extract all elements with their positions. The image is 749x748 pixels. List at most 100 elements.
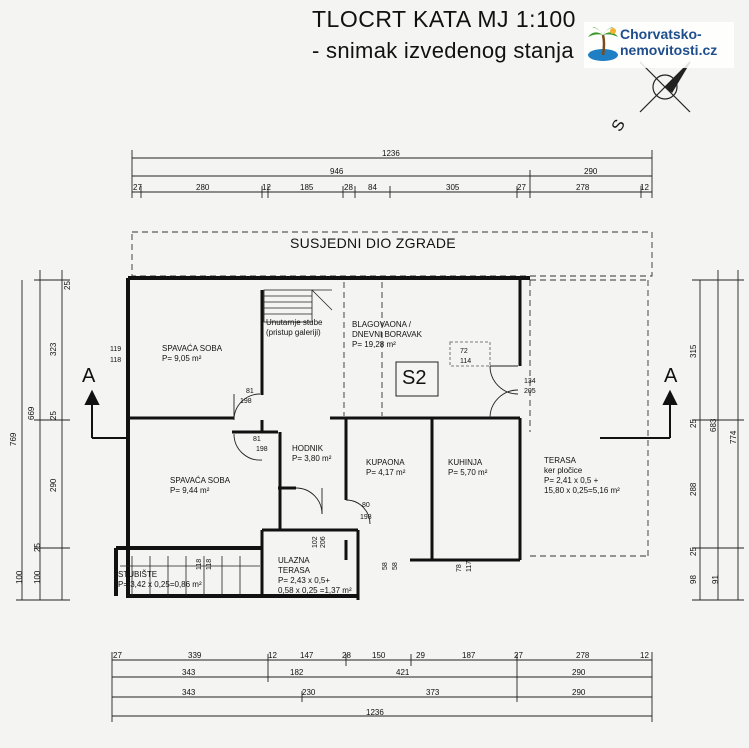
palm-tree-icon (588, 27, 618, 61)
dining-table (449, 341, 491, 367)
dim-top-row3: 12 (262, 183, 271, 192)
dim-bottom-row1: 12 (640, 651, 649, 660)
section-line-left (84, 389, 128, 439)
dim-bottom-row2: 343 (182, 668, 196, 677)
dim-left: 25 (49, 411, 58, 420)
room-staircase: STUBIŠTE P= 3,42 x 0,25=0,86 m² (118, 570, 202, 590)
unit-label: S2 (402, 367, 427, 389)
dim-opening: 58 (392, 562, 399, 570)
dim-opening: 206 (320, 536, 327, 548)
dim-left: 769 (9, 432, 18, 446)
dim-bottom-row1: 150 (372, 651, 386, 660)
room-area-2: 15,80 x 0,25=5,16 m² (544, 486, 620, 495)
interior-walls (130, 278, 522, 600)
room-area: P= 2,43 x 0,5+ (278, 576, 331, 585)
room-area-2: 0,58 x 0,25 =1,37 m² (278, 586, 352, 595)
dim-bottom-row1: 28 (342, 651, 351, 660)
room-living: BLAGOVAONA / DNEVNI BORAVAK P= 19,28 m² (352, 320, 422, 350)
dim-left: 100 (15, 570, 24, 584)
dim-opening: 118 (110, 357, 122, 364)
room-area: P= 9,44 m² (170, 486, 210, 495)
room-bath: KUPAONA P= 4,17 m² (366, 458, 405, 478)
dim-bottom-row1: 12 (268, 651, 277, 660)
dim-bottom-row1: 278 (576, 651, 590, 660)
door-swings (233, 365, 519, 525)
staircase-steps-icon (120, 556, 260, 596)
room-note: (pristup galeriji) (266, 328, 321, 337)
dim-top-row3: 185 (300, 183, 314, 192)
dim-opening: 134 (524, 378, 536, 385)
dim-opening: 58 (382, 562, 389, 570)
watermark-logo: Chorvatsko- nemovitosti.cz (584, 22, 734, 68)
room-name: KUPAONA (366, 458, 405, 467)
dim-left: 290 (49, 478, 58, 492)
dim-left: 669 (27, 406, 36, 420)
terrace-outline (343, 279, 649, 557)
dim-bottom-row3: 343 (182, 688, 196, 697)
plan-title: TLOCRT KATA MJ 1:100 (312, 6, 576, 32)
room-kitchen: KUHINJA P= 5,70 m² (448, 458, 487, 478)
left-dimension-lines (16, 270, 70, 601)
dim-left: 25 (63, 281, 72, 290)
room-area: P= 2,41 x 0,5 + (544, 476, 599, 485)
dim-top-row2: 946 (330, 167, 344, 176)
room-name-2: DNEVNI BORAVAK (352, 330, 422, 339)
dim-opening: 78 (456, 564, 463, 572)
dim-opening: 81 (253, 436, 261, 443)
dim-bottom-row3: 290 (572, 688, 586, 697)
section-line-right (600, 389, 678, 439)
plan-subtitle: - snimak izvedenog stanja (312, 38, 574, 63)
dim-opening: 114 (460, 358, 472, 365)
dim-right: 91 (711, 575, 720, 584)
bottom-dimension-lines (111, 652, 653, 722)
room-name: HODNIK (292, 444, 324, 453)
room-terrace: TERASA ker pločice P= 2,41 x 0,5 + 15,80… (544, 456, 620, 496)
section-mark-left: A (82, 365, 96, 387)
dim-top-row3: 280 (196, 183, 210, 192)
dim-top-row3: 27 (517, 183, 526, 192)
dim-bottom-row1: 339 (188, 651, 202, 660)
logo-line-1: Chorvatsko- (620, 26, 702, 42)
dim-right: 315 (689, 344, 698, 358)
unit-label-box (395, 361, 439, 397)
logo-line-2: nemovitosti.cz (620, 42, 718, 59)
dim-bottom-row2: 182 (290, 668, 304, 677)
dim-right: 683 (709, 418, 718, 432)
dim-left: 25 (33, 543, 42, 552)
right-dimension-lines (692, 270, 744, 601)
dim-opening: 81 (246, 388, 254, 395)
room-area: P= 4,17 m² (366, 468, 406, 477)
room-area: P= 9,05 m² (162, 354, 202, 363)
room-area: P= 3,80 m² (292, 454, 332, 463)
dim-left: 100 (33, 570, 42, 584)
dim-right: 25 (689, 419, 698, 428)
dim-opening: 118 (196, 558, 203, 570)
dim-opening: 198 (240, 398, 252, 405)
neighbor-label: SUSJEDNI DIO ZGRADE (290, 235, 456, 251)
dim-bottom-row3: 230 (302, 688, 316, 697)
dim-opening: 198 (256, 446, 268, 453)
room-bedroom-1: SPAVAĆA SOBA P= 9,05 m² (162, 344, 222, 364)
dim-opening: 72 (460, 348, 468, 355)
room-name: SPAVAĆA SOBA (170, 476, 231, 485)
section-mark-right: A (664, 365, 678, 387)
dim-right: 774 (729, 430, 738, 444)
room-note: ker pločice (544, 466, 583, 475)
dim-opening: 102 (312, 536, 319, 548)
room-area: P= 5,70 m² (448, 468, 488, 477)
room-bedroom-2: SPAVAĆA SOBA P= 9,44 m² (170, 476, 230, 496)
room-hall: HODNIK P= 3,80 m² (292, 444, 331, 464)
room-name: STUBIŠTE (118, 570, 158, 579)
dim-right: 25 (689, 547, 698, 556)
dim-right: 288 (689, 482, 698, 496)
dim-top-row3: 27 (133, 183, 142, 192)
dim-top-total: 1236 (382, 149, 400, 158)
dim-top-row3: 305 (446, 183, 460, 192)
dim-top-row2: 290 (584, 167, 598, 176)
dim-opening: 198 (360, 514, 372, 521)
dim-opening: 117 (466, 560, 473, 572)
room-area: P= 3,42 x 0,25=0,86 m² (118, 580, 202, 589)
dim-opening: 80 (362, 502, 370, 509)
